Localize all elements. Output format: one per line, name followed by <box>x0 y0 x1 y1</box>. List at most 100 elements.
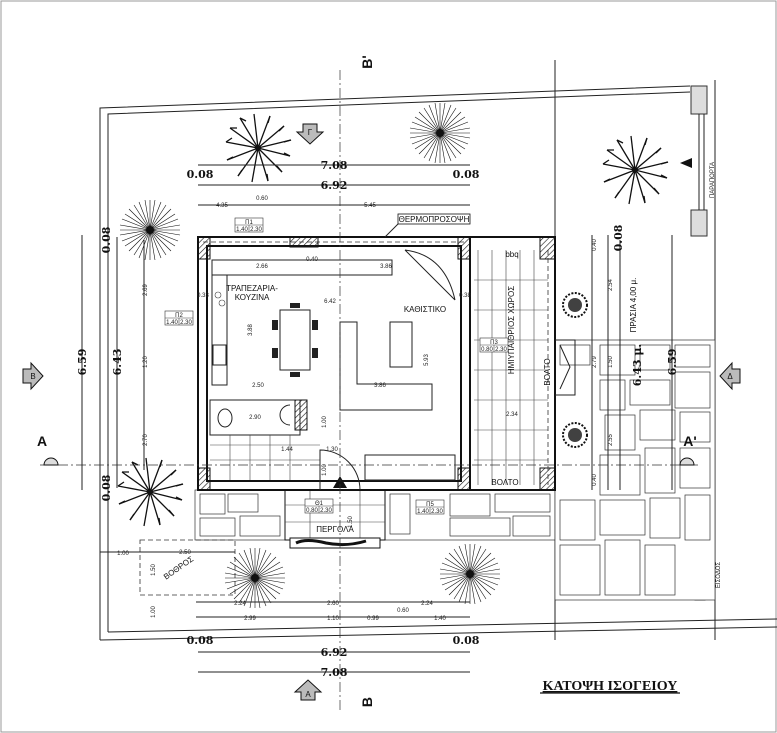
stone-paving <box>194 339 716 601</box>
section-a-right-label: Α' <box>683 433 696 449</box>
section-b-bottom-label: Β <box>359 697 375 707</box>
svg-text:3.86: 3.86 <box>374 383 386 389</box>
entrance-label: ΕΙΣΟΔΟΣ <box>716 562 722 588</box>
view-arrow-bottom: Α <box>293 679 323 701</box>
svg-text:Β: Β <box>30 372 35 381</box>
svg-text:2.30: 2.30 <box>495 347 507 353</box>
dim-top-overall: 7.08 <box>321 159 348 172</box>
interior-dimensions: 2.66 0.40 3.86 6.42 3.86 5.93 2.50 2.90 … <box>197 257 518 528</box>
dim-text: 1.50 <box>608 356 614 368</box>
dim-text: 0.60 <box>397 608 409 614</box>
ramp <box>555 339 576 396</box>
svg-text:3.88: 3.88 <box>248 324 254 336</box>
dim-text: 1.00 <box>117 551 129 557</box>
dim-text: 2.69 <box>143 284 149 296</box>
thermal-facade-callout: ΘΕΡΜΟΠΡΟΣΟΨΗ <box>384 213 471 238</box>
svg-text:0.33: 0.33 <box>197 293 209 299</box>
dim-bottom-inner: 6.92 <box>321 646 348 659</box>
dining-kitchen-label-line1: ΤΡΑΠΕΖΑΡΙΑ- <box>226 284 278 293</box>
dim-text: 2.54 <box>608 279 614 291</box>
svg-text:Δ: Δ <box>727 372 733 381</box>
dim-top-wall-right: 0.08 <box>453 168 480 181</box>
dim-left-overall: 6.59 <box>76 349 89 376</box>
view-arrow-top: Γ <box>295 123 325 145</box>
dim-text: 2.24 <box>421 601 433 607</box>
dim-left-wall-bottom: 0.08 <box>100 474 113 501</box>
svg-text:Π3: Π3 <box>490 340 498 346</box>
dim-text: 2.70 <box>143 434 149 446</box>
section-a-marker-icon <box>43 457 59 466</box>
semi-outdoor-label: ΗΜΙΥΠΑΙΘΡΙΟΣ ΧΩΡΟΣ <box>507 286 516 374</box>
svg-text:2.30: 2.30 <box>180 320 192 326</box>
bush-icon <box>562 422 588 448</box>
tree-icon <box>119 199 181 261</box>
svg-text:6.42: 6.42 <box>324 299 336 305</box>
dim-text: 0.60 <box>256 196 268 202</box>
svg-text:2.50: 2.50 <box>252 383 264 389</box>
svg-text:0.40: 0.40 <box>306 257 318 263</box>
svg-text:0.80: 0.80 <box>481 347 493 353</box>
dim-text: 1.20 <box>143 356 149 368</box>
view-arrow-right: Δ <box>719 361 741 391</box>
green-strip-label: ΠΡΑΣΙΑ 4,00 μ. <box>629 278 638 333</box>
bush-icon <box>562 292 588 318</box>
svg-text:1.40: 1.40 <box>236 227 248 233</box>
svg-text:1.40: 1.40 <box>417 509 429 515</box>
dim-bottom-wall-right: 0.08 <box>453 634 480 647</box>
svg-text:Π1: Π1 <box>245 220 253 226</box>
side-gate-arrow-icon <box>680 158 692 168</box>
svg-text:1.44: 1.44 <box>281 447 293 453</box>
section-b-top-label: Β' <box>359 55 375 68</box>
dim-text: 1.40 <box>434 616 446 622</box>
dim-top-inner: 6.92 <box>321 179 348 192</box>
section-a-marker-icon <box>679 457 695 466</box>
svg-text:1.30: 1.30 <box>326 447 338 453</box>
pergola: ΠΕΡΓΟΛΑ <box>284 489 386 549</box>
dimension-lines <box>81 164 673 673</box>
dim-text: 2.60 <box>327 601 339 607</box>
svg-text:1.00: 1.00 <box>322 416 328 428</box>
dim-text: 1.50 <box>151 564 157 576</box>
svg-text:1.50: 1.50 <box>348 516 354 528</box>
svg-text:Α: Α <box>305 690 311 699</box>
dim-text: 2.24 <box>234 601 246 607</box>
svg-text:3.86: 3.86 <box>380 264 392 270</box>
bbq-label: bbq <box>505 250 518 259</box>
tree-icon <box>224 547 286 609</box>
svg-text:2.34: 2.34 <box>506 412 518 418</box>
pine-tree-icon <box>117 457 184 527</box>
dim-text: 2.50 <box>179 550 191 556</box>
dim-text: 2.79 <box>592 356 598 368</box>
living-room-label: ΚΑΘΙΣΤΙΚΟ <box>404 305 446 314</box>
thermal-facade-label: ΘΕΡΜΟΠΡΟΣΟΨΗ <box>399 215 470 224</box>
pine-tree-icon <box>225 113 292 183</box>
svg-text:2.66: 2.66 <box>256 264 268 270</box>
drawing-title: ΚΑΤΟΨΗ ΙΣΟΓΕΙΟΥ <box>543 679 678 694</box>
svg-text:0.80: 0.80 <box>306 508 318 514</box>
svg-text:2.30: 2.30 <box>250 227 262 233</box>
pergola-label: ΠΕΡΓΟΛΑ <box>316 525 354 534</box>
dim-text: 0.40 <box>592 474 598 486</box>
dim-text: 2.55 <box>608 434 614 446</box>
window-tag-p1: Π1 1.40 2.30 <box>234 217 264 233</box>
dim-top-wall-left: 0.08 <box>187 168 214 181</box>
window-tag-p2: Π2 1.40 2.30 <box>164 310 194 326</box>
dim-text: 0.99 <box>367 616 379 622</box>
dim-bottom-wall-left: 0.08 <box>187 634 214 647</box>
dim-right-wall-top: 0.08 <box>612 224 625 251</box>
window-tag-p3: Π3 0.80 2.30 <box>479 337 509 353</box>
house-walls <box>197 236 556 491</box>
section-a-left-label: Α <box>37 433 47 449</box>
svg-text:Π2: Π2 <box>175 313 183 319</box>
dim-text: 2.99 <box>244 616 256 622</box>
svg-text:Θ1: Θ1 <box>315 501 324 507</box>
view-arrow-left: Β <box>22 361 44 391</box>
window-tag-p4: Π5 1.40 2.30 <box>415 499 445 515</box>
svg-text:1.40: 1.40 <box>166 320 178 326</box>
dim-right-overall: 6.59 <box>666 349 679 376</box>
dim-text: 1.00 <box>151 606 157 618</box>
vault-label-1: ΒΟΛΤΟ <box>543 358 552 385</box>
dim-left-inner: 6.43 <box>111 349 124 376</box>
window-tag-p5: Θ1 0.80 2.30 <box>304 498 334 514</box>
